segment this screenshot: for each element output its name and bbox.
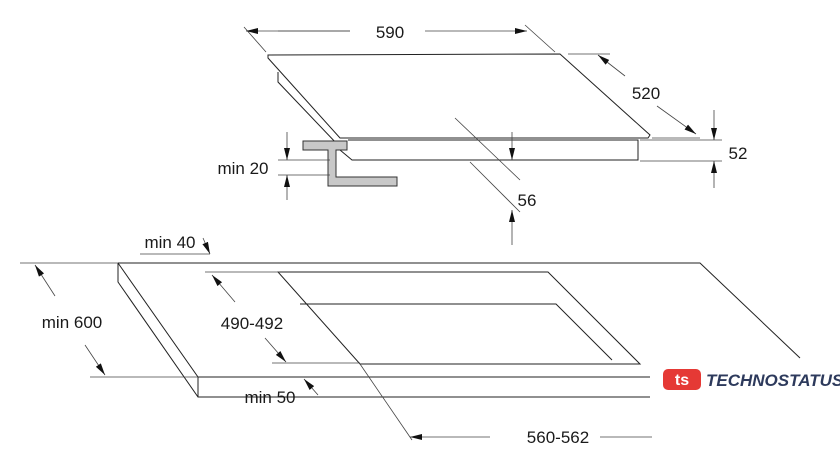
logo-mark [663, 369, 701, 390]
logo-mark-text: ts [675, 372, 689, 389]
hob-width-label: 590 [376, 23, 404, 42]
front-gap-label: min 50 [244, 388, 295, 407]
cutout-depth-label: 490-492 [221, 314, 283, 333]
hob-depth-label: 520 [632, 84, 660, 103]
dimension-520: 520 [568, 53, 700, 139]
technostatus-logo: ts TECHNOSTATUS [663, 369, 840, 390]
hob-total-depth-label: 56 [518, 191, 537, 210]
cutout-outline [276, 271, 642, 365]
hob-height-label: 52 [729, 144, 748, 163]
hob-drawing [267, 53, 651, 187]
dimension-590: 590 [243, 23, 556, 53]
hob-glass-top [267, 53, 651, 139]
dimension-560-562: 560-562 [359, 363, 652, 447]
dimension-min-600: min 600 [20, 262, 198, 378]
clearance-label: min 20 [217, 159, 268, 178]
logo-text: TECHNOSTATUS [706, 371, 840, 390]
back-gap-label: min 40 [144, 233, 195, 252]
dimension-min-50: min 50 [244, 378, 319, 407]
cutout-width-label: 560-562 [527, 428, 589, 447]
dimension-52: 52 [640, 110, 747, 188]
dimension-490-492: 490-492 [211, 274, 360, 364]
mounting-bracket [302, 140, 398, 187]
dimension-min-40: min 40 [140, 233, 280, 273]
countertop-depth-label: min 600 [42, 313, 102, 332]
dimension-min-20: min 20 [217, 132, 330, 200]
dimension-56: 56 [454, 117, 537, 245]
